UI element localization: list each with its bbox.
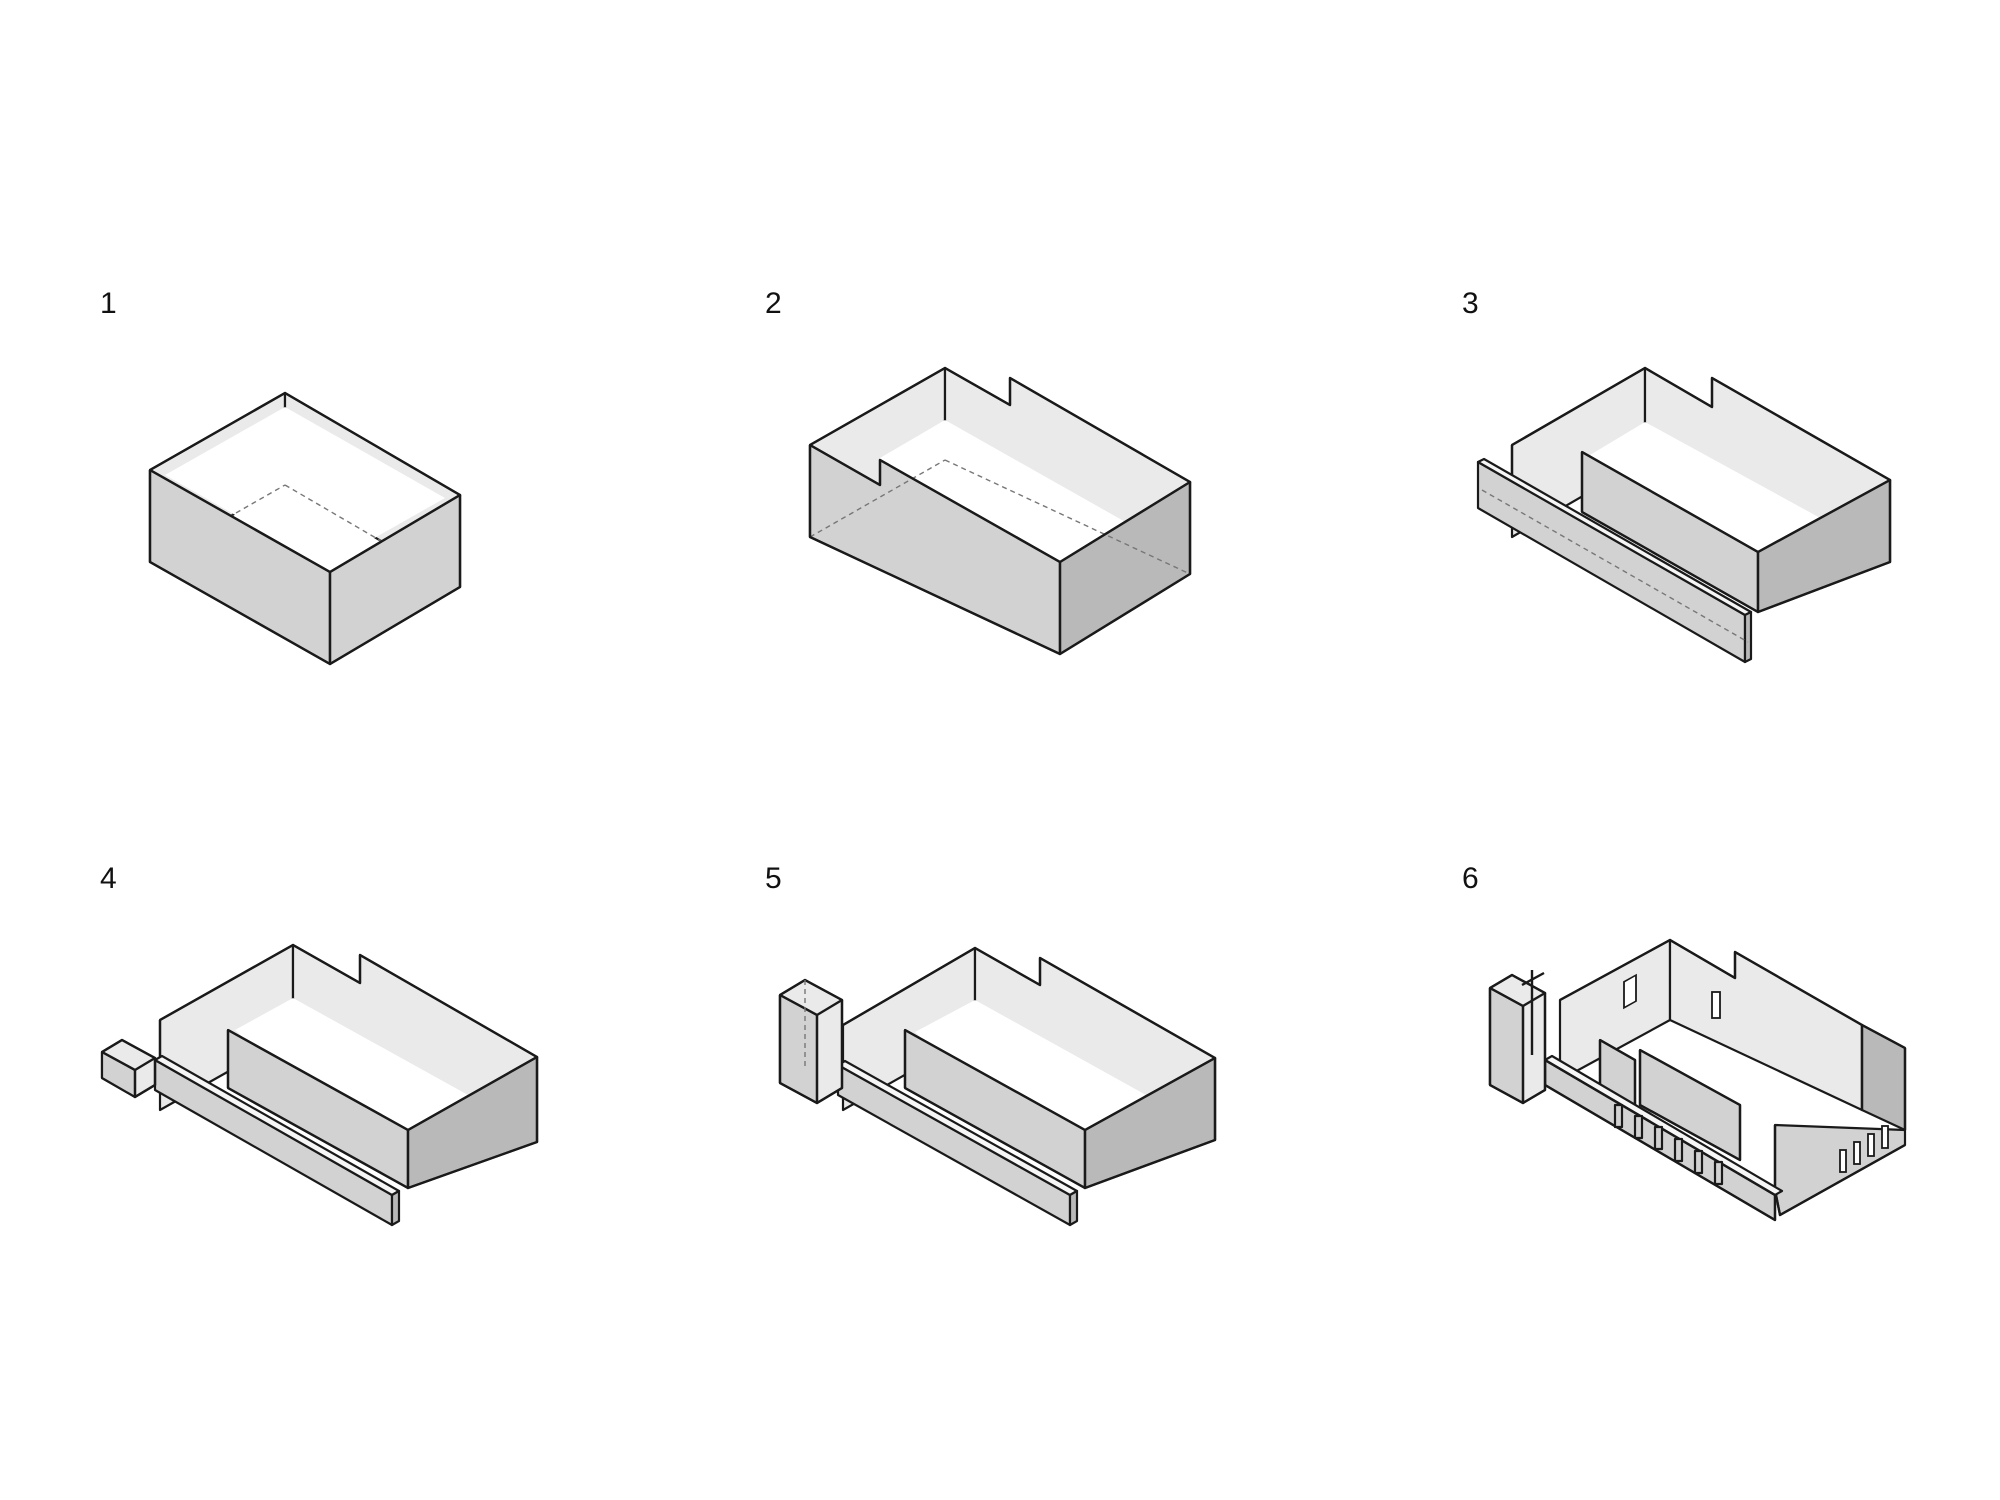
step-1-opening bbox=[165, 407, 445, 566]
step-3: 3 bbox=[1462, 287, 1892, 664]
step-label-1: 1 bbox=[100, 287, 117, 320]
step-6-fin bbox=[1613, 1103, 1624, 1129]
step-label-6: 6 bbox=[1462, 862, 1479, 895]
step-4-box bbox=[100, 943, 539, 1227]
step-6-fins bbox=[1613, 1103, 1724, 1186]
step-6-fin bbox=[1713, 1160, 1724, 1186]
step-5-box bbox=[778, 946, 1217, 1227]
step-6-end-wall bbox=[1860, 1023, 1907, 1132]
step-6-fin bbox=[1693, 1149, 1704, 1175]
step-1-box bbox=[148, 391, 462, 666]
step-5: 5 bbox=[765, 862, 1217, 1227]
step-6-cross bbox=[1521, 970, 1545, 1055]
step-3-box bbox=[1476, 366, 1892, 664]
step-label-5: 5 bbox=[765, 862, 782, 895]
step-label-4: 4 bbox=[100, 862, 117, 895]
step-label-3: 3 bbox=[1462, 287, 1479, 320]
step-6-slot-1 bbox=[1839, 1149, 1847, 1173]
step-6-slot-window bbox=[1711, 991, 1721, 1019]
step-6-assembly bbox=[1488, 938, 1907, 1222]
step-2-box bbox=[808, 366, 1192, 656]
step-6: 6 bbox=[1462, 862, 1907, 1222]
step-6-fin bbox=[1673, 1137, 1684, 1163]
step-1: 1 bbox=[100, 287, 462, 666]
step-2: 2 bbox=[765, 287, 1192, 656]
step-6-slot-3 bbox=[1867, 1133, 1875, 1157]
step-6-window bbox=[1623, 973, 1637, 1010]
step-6-fin bbox=[1653, 1125, 1664, 1151]
step-6-slot-4 bbox=[1881, 1125, 1889, 1149]
step-label-2: 2 bbox=[765, 287, 782, 320]
step-6-fin bbox=[1633, 1114, 1644, 1140]
step-6-slot-2 bbox=[1853, 1141, 1861, 1165]
step-4: 4 bbox=[100, 862, 539, 1227]
